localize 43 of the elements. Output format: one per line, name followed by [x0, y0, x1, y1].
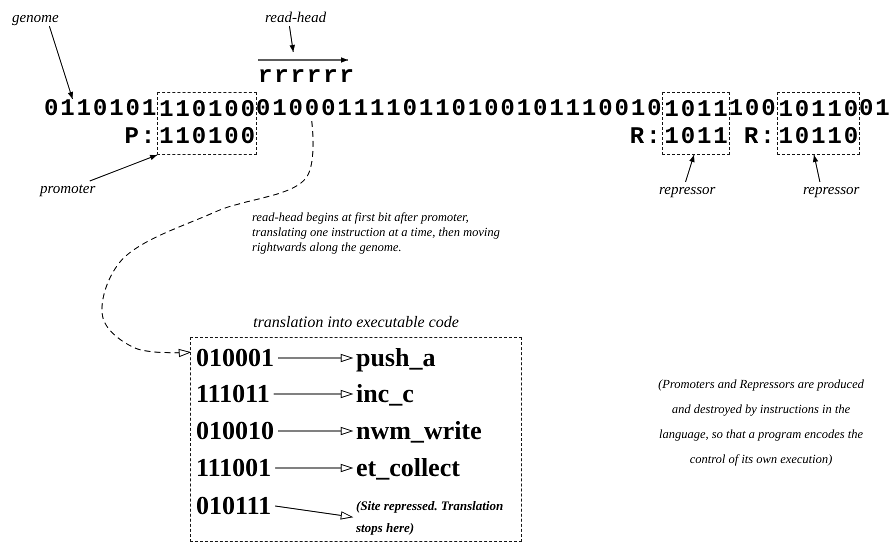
- instruction-name: et_collect: [356, 455, 460, 481]
- site-tag: R:: [744, 127, 777, 149]
- leader-line: [288, 26, 296, 52]
- frame-heading: translation into executable code: [252, 314, 460, 332]
- leader-line: [812, 154, 820, 182]
- arrow: [278, 354, 352, 362]
- bit-string: 110100: [159, 100, 257, 122]
- bit-code: 010010: [196, 418, 274, 444]
- bit-string: 10110: [778, 127, 860, 149]
- leader-line: [89, 154, 158, 182]
- instruction-name: nwm_write: [356, 418, 482, 444]
- explanation-text: read-head begins at first bit after promoter, translating one instruction at a time, then moving rightwards along the genome.: [252, 210, 501, 255]
- bit-string: 1011: [664, 100, 730, 122]
- annotation-label: promoter: [40, 181, 96, 197]
- bit-code: 111001: [196, 455, 272, 481]
- annotation-label: repressor: [659, 182, 716, 198]
- leader-line: [685, 154, 695, 182]
- arrow: [274, 464, 352, 472]
- arrow: [278, 426, 352, 436]
- bit-string: 0110101: [44, 99, 158, 121]
- read-head-marker: rrrrrr: [258, 66, 356, 88]
- note-text: (Promoters and Repressors are produced and destroyed by instructions in the language, so that a program encodes the control of its own execution): [657, 376, 865, 468]
- leader-line: [48, 26, 74, 100]
- site-tag: R:: [630, 127, 662, 149]
- arrow: [274, 506, 352, 520]
- bit-string: 0100011110110100101110010: [256, 99, 664, 121]
- instruction-name: push_a: [356, 345, 436, 371]
- bit-code: 010111: [196, 493, 272, 519]
- bit-string: 10110: [778, 100, 860, 122]
- dashed-arrow: [101, 120, 314, 357]
- annotation-label: read-head: [265, 10, 326, 26]
- bit-string: 1011: [664, 127, 730, 149]
- instruction-name: inc_c: [356, 381, 414, 407]
- note-text: (Site repressed. Translation stops here): [356, 495, 511, 539]
- annotation-label: genome: [12, 10, 59, 26]
- bit-string: 110100: [159, 127, 257, 149]
- bit-string: 01: [859, 99, 892, 121]
- bit-code: 010001: [196, 345, 274, 371]
- annotation-label: repressor: [803, 182, 860, 198]
- bit-code: 111011: [196, 381, 270, 407]
- bit-string: 100: [728, 99, 778, 121]
- arrow: [273, 390, 352, 398]
- site-tag: P:: [124, 127, 158, 149]
